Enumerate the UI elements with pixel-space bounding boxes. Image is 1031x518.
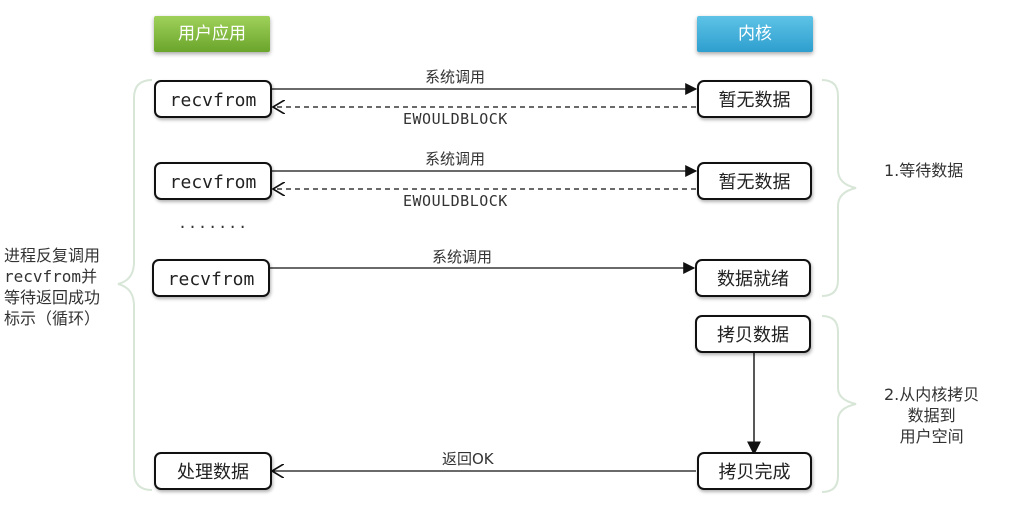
phase-1-label: 1.等待数据 (884, 161, 964, 180)
left-note: 进程反复调用 recvfrom并 等待返回成功 标示（循环） (4, 245, 100, 329)
ellipsis: ....... (178, 214, 249, 232)
no-data-box-1: 暂无数据 (697, 80, 812, 118)
copy-data-box: 拷贝数据 (695, 315, 811, 353)
ewouldblock-label-2: EWOULDBLOCK (403, 192, 508, 210)
syscall-label-3: 系统调用 (432, 248, 493, 266)
user-app-header: 用户应用 (154, 16, 270, 52)
left-note-line-4: 标示（循环） (4, 309, 101, 328)
return-ok-label: 返回OK (442, 450, 494, 468)
left-note-line-1: 进程反复调用 (4, 246, 101, 265)
left-note-line-3: 等待返回成功 (4, 288, 101, 307)
right-brace-waiting (821, 79, 857, 297)
kernel-header: 内核 (697, 16, 813, 52)
syscall-label-2: 系统调用 (425, 150, 486, 168)
copy-complete-box: 拷贝完成 (697, 452, 812, 490)
left-brace (117, 79, 153, 491)
recvfrom-call-2: recvfrom (154, 162, 272, 200)
phase-2-line-1: 2.从内核拷贝 (884, 385, 980, 404)
no-data-box-2: 暂无数据 (697, 162, 812, 200)
syscall-label-1: 系统调用 (425, 68, 486, 86)
right-brace-copy (821, 315, 857, 493)
phase-2-line-3: 用户空间 (899, 427, 964, 446)
recvfrom-call-3: recvfrom (152, 259, 270, 297)
phase-2-label: 2.从内核拷贝 数据到 用户空间 (884, 384, 979, 447)
process-data-box: 处理数据 (154, 452, 272, 490)
ewouldblock-label-1: EWOULDBLOCK (403, 110, 508, 128)
left-note-line-2: recvfrom并 (4, 267, 98, 286)
data-ready-box: 数据就绪 (695, 259, 811, 297)
recvfrom-call-1: recvfrom (154, 80, 272, 118)
phase-2-line-2: 数据到 (907, 406, 956, 425)
